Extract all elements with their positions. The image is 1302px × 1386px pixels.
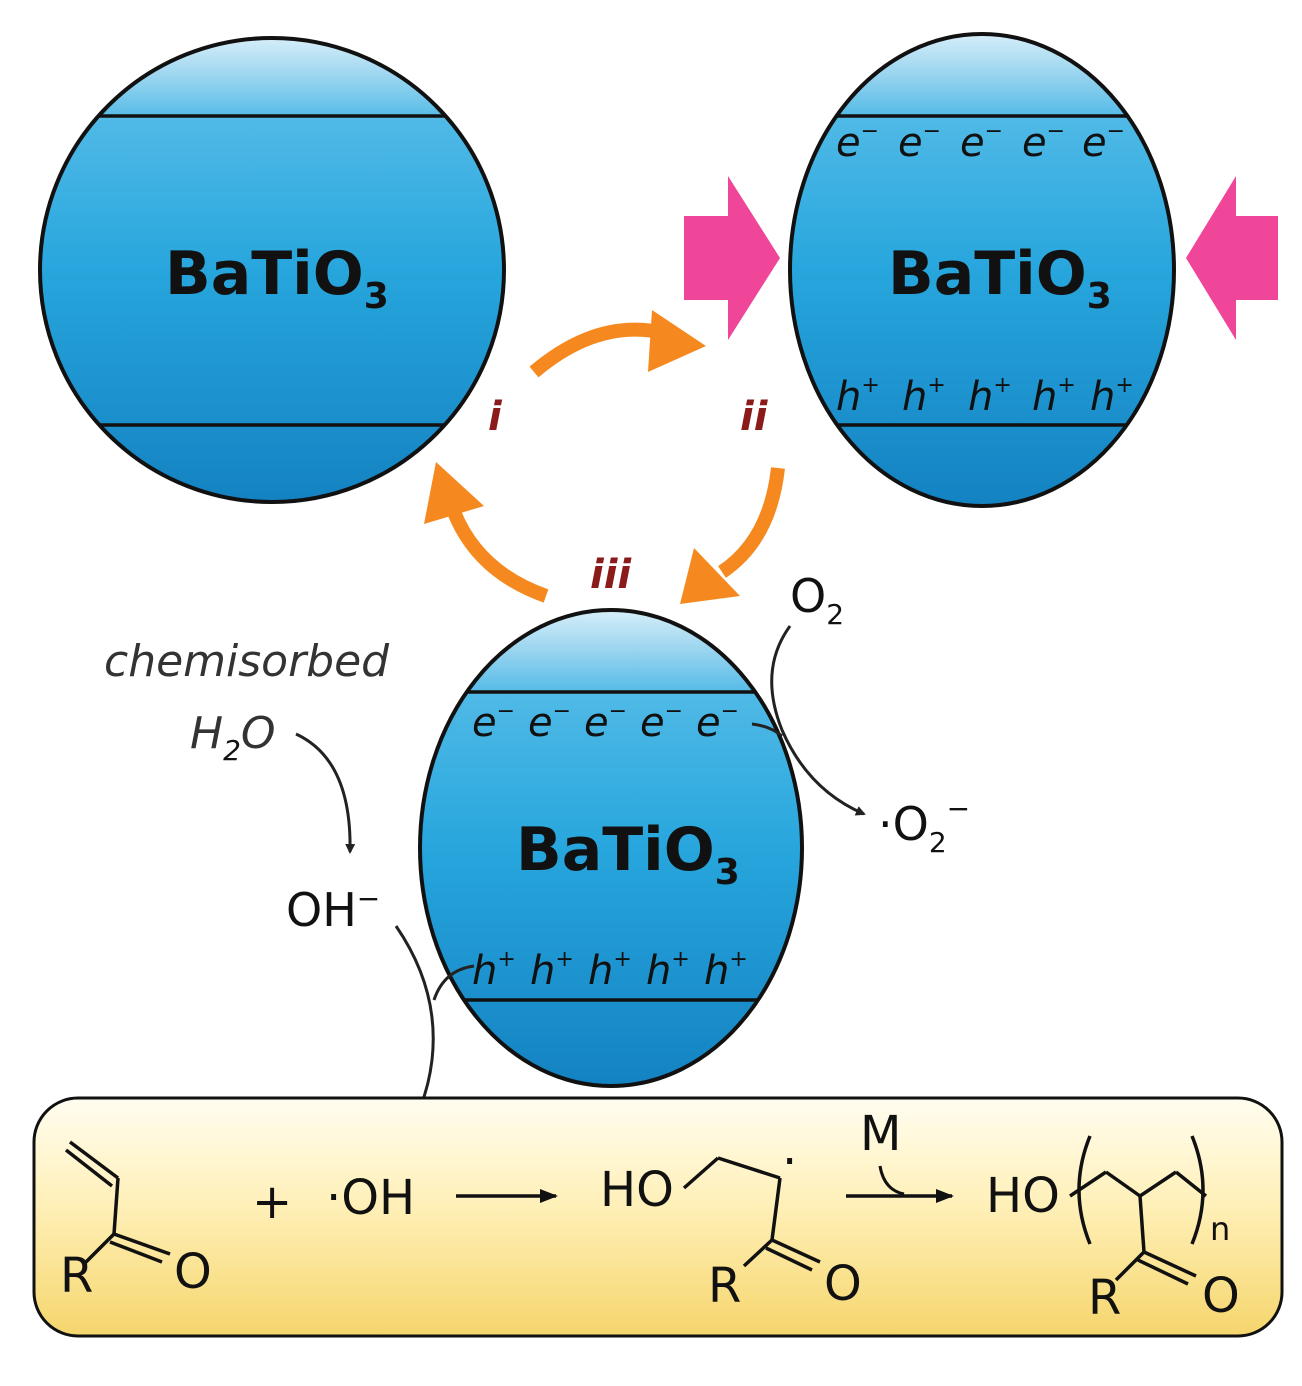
electron-label: e− [836,119,879,166]
oxygen-label: O2 [790,569,844,631]
hole-transfer-arrow-icon [432,964,475,1001]
intermediate-r-label: R [708,1258,741,1314]
particle-bottom: BaTiO3 e− e− e− e− e− h+ h+ h+ h+ h+ [418,608,804,1088]
hole-row: h+ h+ h+ h+ h+ [836,373,1134,420]
monomer-addition-arrow-icon [878,1165,905,1196]
electron-transfer-arrow-icon [751,722,783,738]
monomer-m-label: M [860,1106,901,1162]
monomer-o-label: O [174,1244,212,1300]
polymer-r-label: R [1088,1270,1121,1326]
panel-background [32,1096,1284,1338]
electron-label: e− [1082,119,1125,166]
hole-label: h+ [1090,373,1134,420]
hole-row: h+ h+ h+ h+ h+ [472,947,748,994]
hole-label: h+ [1032,373,1076,420]
water-label: H2O [190,708,276,767]
particle-bottom-formula: BaTiO3 [516,815,740,893]
pressure-arrow-right-icon [1186,176,1278,340]
electron-row: e− e− e− e− e− [472,699,739,746]
hole-label: h+ [530,947,574,994]
acrylate-monomer [64,1140,171,1266]
radical-intermediate [682,1156,821,1272]
pressure-arrow-left-icon [684,176,780,340]
polymer-structure [1069,1135,1208,1286]
particle-right: BaTiO3 e− e− e− e− e− h+ h+ h+ h+ h+ [788,32,1176,508]
radical-dot: · [782,1134,797,1190]
repeat-n-label: n [1210,1210,1230,1248]
electron-label: e− [584,699,627,746]
step-label-i: i [488,394,503,440]
polymer-ho-label: HO [986,1168,1060,1224]
oxygen-reduction-arrow-icon [770,625,866,816]
cycle-arrow-i-to-ii-icon [529,310,706,378]
electron-label: e− [898,119,941,166]
cycle-arrows [424,310,785,604]
particle-left-formula: BaTiO3 [165,239,389,317]
particle-left: BaTiO3 [38,36,506,504]
cycle-arrow-iii-to-i-icon [424,462,549,603]
superoxide-label: ·O2− [878,792,970,859]
electron-label: e− [1022,119,1065,166]
cycle-arrow-ii-to-iii-icon [680,467,785,604]
hydroxide-label: OH− [286,882,380,937]
step-label-iii: iii [590,552,632,598]
monomer-r-label: R [60,1248,93,1304]
polymerization-panel: R O + ·OH HO · R O M HO [32,1096,1284,1338]
chemisorbed-label: chemisorbed [104,636,390,687]
electron-label: e− [528,699,571,746]
electron-label: e− [696,699,739,746]
electron-row: e− e− e− e− e− [836,119,1125,166]
particle-left-body [38,36,506,504]
hole-label: h+ [968,373,1012,420]
step-label-ii: ii [740,394,769,440]
polymer-o-label: O [1202,1268,1240,1324]
hole-label: h+ [472,947,516,994]
intermediate-ho-label: HO [600,1162,674,1218]
plus-sign: + [252,1174,292,1230]
particle-bottom-body [418,608,804,1088]
electron-label: e− [640,699,683,746]
electron-label: e− [960,119,1003,166]
hole-label: h+ [588,947,632,994]
hole-label: h+ [704,947,748,994]
electron-label: e− [472,699,515,746]
water-dissociation-arrow-icon [295,732,356,854]
intermediate-o-label: O [824,1256,862,1312]
hole-label: h+ [836,373,880,420]
particle-right-formula: BaTiO3 [888,239,1112,317]
hole-label: h+ [646,947,690,994]
hole-label: h+ [902,373,946,420]
particle-right-body [788,32,1176,508]
hydroxyl-radical-label: ·OH [326,1170,415,1226]
